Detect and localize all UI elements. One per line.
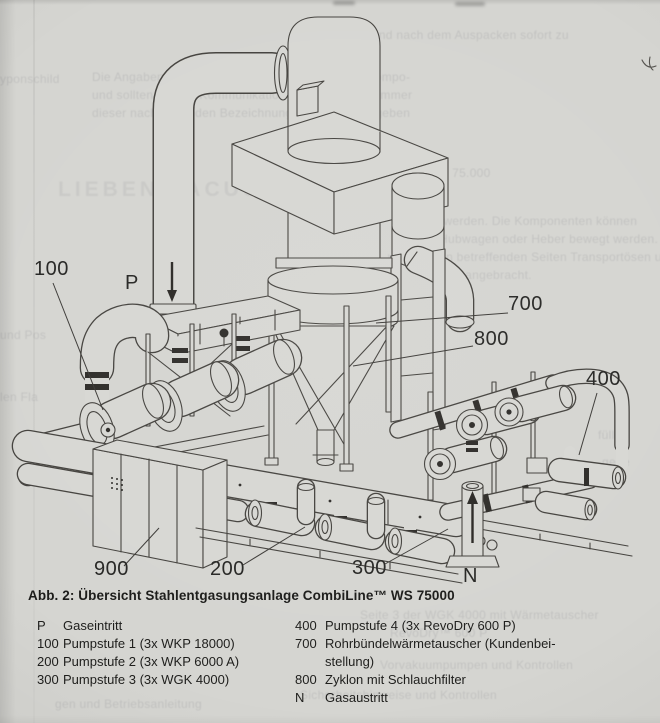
- page-crease: [33, 0, 35, 723]
- legend-key: 800: [295, 672, 317, 687]
- callout-label-200: 200: [210, 558, 245, 580]
- legend-label: Gaseintritt: [63, 618, 123, 633]
- bleed-through-text: nen sind nach dem Auspacken sofort zu: [345, 28, 569, 42]
- figure-caption: Abb. 2: Übersicht Stahlentgasungsanlage …: [28, 588, 455, 603]
- legend-label: Pumpstufe 2 (3x WKP 6000 A): [63, 654, 240, 669]
- legend-key: P: [37, 618, 46, 633]
- bleed-through-text: stiert werden. Die Komponenten können: [412, 214, 638, 228]
- header-pipes: [11, 429, 473, 538]
- legend-item: 400 Pumpstufe 4 (3x RevoDry 600 P): [295, 617, 560, 635]
- legend-item: 300 Pumpstufe 3 (3x WGK 4000): [37, 671, 277, 689]
- legend-item: 100 Pumpstufe 1 (3x WKP 18000): [37, 635, 277, 653]
- crossover-duct: [231, 111, 449, 235]
- legend-item: 700 Rohrbündelwärmetauscher (Kundenbei- …: [295, 635, 560, 671]
- callout-leader-lines: [52, 282, 598, 567]
- plant-isometric-drawing: [11, 16, 657, 584]
- pen-mark: [641, 56, 657, 71]
- bleed-through-text: wen an den betreffenden Seiten Transport…: [388, 250, 660, 264]
- control-cabinet: [92, 439, 228, 569]
- gas-outlet-arrow: [467, 491, 478, 543]
- legend-item: 800 Zyklon mit Schlauchfilter: [295, 671, 560, 689]
- legend-label: Zyklon mit Schlauchfilter: [325, 672, 466, 687]
- legend-right-column: 400 Pumpstufe 4 (3x RevoDry 600 P) 700 R…: [295, 617, 560, 707]
- legend-key: 300: [37, 672, 59, 687]
- bleed-through-text: RevoDry™ 600 P: [390, 626, 488, 640]
- callout-label-800: 800: [474, 328, 509, 350]
- legend-label: Rohrbündelwärmetauscher (Kundenbei- stel…: [325, 636, 556, 669]
- callout-label-300: 300: [352, 557, 387, 579]
- callout-label-400: 400: [586, 368, 621, 390]
- bleed-through-text: Seite 3 der WGK 4000 mit Wärmetauscher: [360, 608, 599, 622]
- gas-outlet-pipe: [445, 480, 500, 568]
- callout-label-900: 900: [94, 558, 129, 580]
- legend-key: 400: [295, 618, 317, 633]
- legend-item: N Gasaustritt: [295, 689, 560, 707]
- scan-smudge: [455, 2, 485, 6]
- legend-label: Gasaustritt: [325, 690, 388, 705]
- callout-label-100: 100: [34, 258, 69, 280]
- bleed-through-text: regler, Hubwagen oder Heber bewegt werde…: [400, 232, 660, 246]
- legend-label: Pumpstufe 3 (3x WGK 4000): [63, 672, 230, 687]
- bleed-through-text: Sicherheitshinweise und Kontrollen: [300, 688, 497, 702]
- pump-stage-2: [244, 478, 456, 565]
- legend-item: 200 Pumpstufe 2 (3x WKP 6000 A): [37, 653, 277, 671]
- legend-key: N: [295, 690, 305, 705]
- legend-item: P Gaseintritt: [37, 617, 277, 635]
- bleed-through-text: und Pos: [0, 328, 47, 342]
- bleed-through-text: len Fla: [0, 390, 39, 404]
- callout-label-700: 700: [508, 293, 543, 315]
- bleed-through-text: gen und Betriebsanleitung: [55, 697, 202, 711]
- base-frame-rails: [195, 517, 633, 584]
- scan-smudge: [333, 1, 355, 5]
- legend-label: Pumpstufe 4 (3x RevoDry 600 P): [325, 618, 516, 633]
- pump-stage-4: [522, 439, 628, 521]
- gas-inlet-arrow: [167, 262, 177, 302]
- callout-label-p: P: [125, 272, 139, 294]
- legend-left-column: P Gaseintritt 100 Pumpstufe 1 (3x WKP 18…: [37, 617, 277, 689]
- bleed-through-text: yponschild: [0, 72, 60, 86]
- pump-stage-3: [389, 368, 630, 521]
- legend-key: 700: [295, 636, 317, 651]
- callout-label-n: N: [463, 565, 478, 587]
- bleed-through-text: Vorvakuumpumpen und Kontrollen: [380, 658, 574, 672]
- legend-key: 200: [37, 654, 59, 669]
- legend-label: Pumpstufe 1 (3x WKP 18000): [63, 636, 235, 651]
- cabinet-vent-dots: [111, 477, 123, 491]
- legend-key: 100: [37, 636, 59, 651]
